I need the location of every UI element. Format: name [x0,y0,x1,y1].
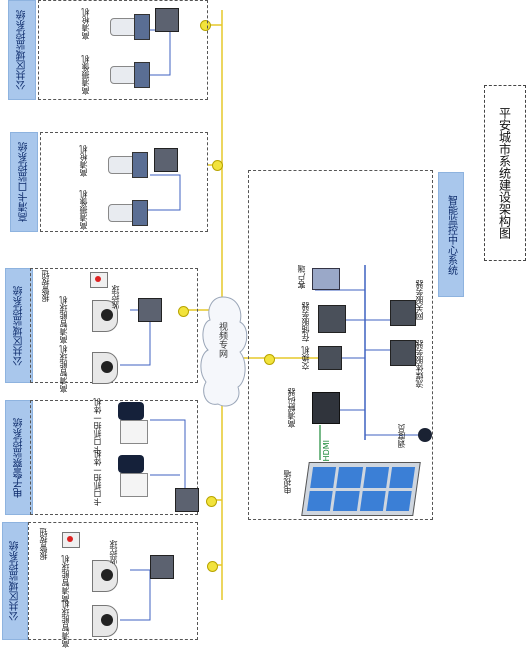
alarm-label: 报警按钮 [41,270,50,302]
diagram-title: 平安城市系统建设架构图 [497,107,512,239]
device-label: 卡口抓拍一体机 [93,450,102,506]
switch-icon [175,488,199,512]
subsystem-2-label: 高清卡口监控系统 [18,142,30,222]
device-label: 高清智能球机 [61,600,70,648]
switch-icon [138,298,162,322]
subsystem-5-label: 公共区域监控系统 [9,541,21,621]
device-label: 高清解码器 [287,388,296,428]
camera-icon [110,12,150,40]
server-icon [390,300,416,326]
device-label: 电视墙 [283,470,292,494]
hdmi-label: HDMI [322,440,331,462]
alarm-label: 报警按钮 [39,528,48,560]
subsystem-2-box [40,132,208,232]
device-label: 监控球 [109,540,118,564]
device-label: 高清摄像机 [81,55,90,95]
cloud-icon [200,296,248,407]
connector-dot [264,354,275,365]
alarm-button-icon [62,532,80,548]
subsystem-4-box [30,400,198,515]
device-label: 高清枪机 [79,145,88,177]
connector-dot [206,496,217,507]
video-wall [301,462,421,516]
subsystem-2-bar: 高清卡口监控系统 [10,132,38,232]
dome-camera-icon [92,605,118,637]
device-label: 高清智能球机 [59,296,68,344]
device-label: 存储服务器 [301,302,310,342]
device-label: 高清枪机 [81,8,90,40]
subsystem-3-label: 公共区域监控系统 [13,285,25,366]
subsystem-3-box [30,268,198,383]
camera-icon [108,150,148,178]
switch-icon [150,555,174,579]
subsystem-5-bar: 公共区域监控系统 [2,522,28,640]
device-label: 调度员 [397,424,406,448]
server-icon [390,340,416,366]
switch-icon [155,8,179,32]
device-label: 客户端 [297,265,306,289]
capture-camera-icon [118,455,148,497]
device-label: 卡口抓拍一体机 [93,398,102,454]
capture-camera-icon [118,402,148,444]
subsystem-1-label: 公共区域监控系统 [16,10,28,90]
diagram-title-box: 平安城市系统建设架构图 [484,85,526,261]
server-icon [318,305,346,333]
device-label: 高清智能球机 [61,555,70,603]
client-icon [312,268,340,290]
subsystem-4-label: 电子警察监控系统 [13,417,25,498]
camera-icon [110,60,150,88]
subsystem-3-bar: 公共区域监控系统 [5,268,33,383]
dome-camera-icon [92,560,118,592]
decoder-icon [312,392,340,424]
subsystem-5-box [28,522,198,640]
connector-dot [200,20,211,31]
center-system-label: 智能监控中心系统 [445,194,457,275]
camera-icon [108,198,148,226]
subsystem-4-bar: 电子警察监控系统 [5,400,33,515]
device-label: 交换机 [301,346,310,370]
dome-camera-icon [92,300,118,332]
subsystem-1-box [38,0,208,100]
alarm-button-icon [90,272,108,288]
device-label: 网关服务器 [415,280,424,320]
dome-camera-icon [92,352,118,384]
center-system-box [248,170,433,520]
connector-dot [178,306,189,317]
center-system-bar: 智能监控中心系统 [438,172,464,297]
connector-dot [212,160,223,171]
network-label: 视频专网 [217,322,227,358]
speaker-icon [418,428,432,442]
connector-dot [207,561,218,572]
network-cloud: 视频专网 [198,292,248,412]
device-label: 高清摄像机 [79,190,88,230]
switch-icon [154,148,178,172]
device-label: 监控球 [111,285,120,309]
switch-icon [318,346,342,370]
subsystem-1-bar: 公共区域监控系统 [8,0,36,100]
device-label: 高清智能球机 [59,345,68,393]
device-label: 流媒体服务器 [415,340,424,388]
